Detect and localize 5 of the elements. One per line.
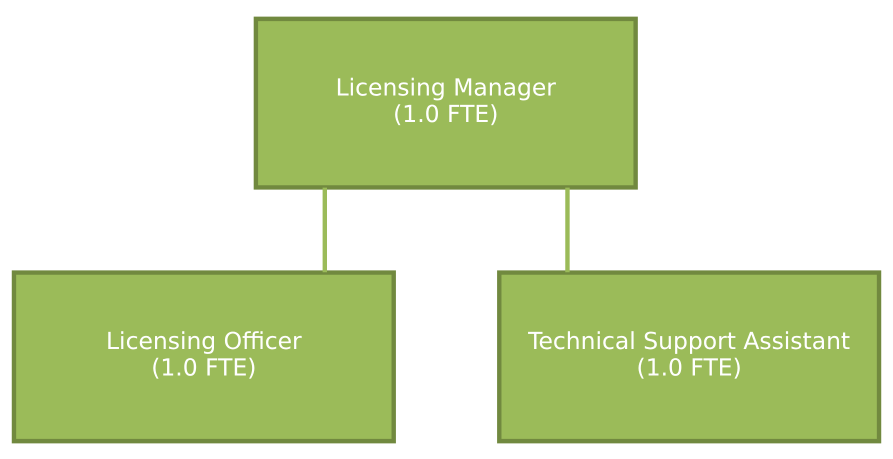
connector	[322, 187, 327, 272]
node-box: Technical Support Assistant (1.0 FTE)	[497, 270, 882, 443]
connector	[565, 187, 570, 272]
node-box: Licensing Manager (1.0 FTE)	[254, 16, 638, 190]
node-box: Licensing Officer (1.0 FTE)	[12, 270, 396, 443]
